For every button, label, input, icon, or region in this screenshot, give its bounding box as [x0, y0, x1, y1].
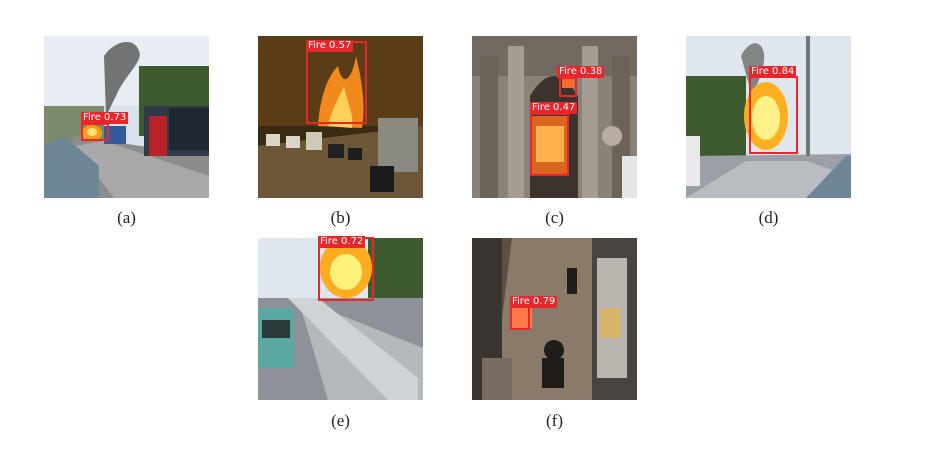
panel-e-image	[258, 238, 423, 400]
panel-d-scene	[686, 36, 851, 198]
panel-b-scene	[258, 36, 423, 198]
detection-label: Fire 0.79	[510, 296, 558, 308]
detection-label: Fire 0.57	[306, 40, 354, 52]
detection-box	[81, 123, 109, 141]
detection-label: Fire 0.84	[749, 66, 797, 78]
panel-d-image	[686, 36, 851, 198]
detection-box	[510, 306, 530, 330]
detection-label: Fire 0.72	[318, 236, 366, 248]
panel-caption: (e)	[331, 411, 350, 430]
detection-box	[559, 77, 577, 97]
panel-caption: (d)	[758, 208, 779, 227]
panel-caption: (a)	[117, 208, 136, 227]
panel-f-scene	[472, 238, 637, 400]
panel-e-scene	[258, 238, 423, 400]
detection-label: Fire 0.47	[530, 102, 578, 114]
panel-caption: (c)	[545, 208, 564, 227]
detection-label: Fire 0.73	[81, 112, 129, 124]
panel-caption: (b)	[330, 208, 351, 227]
panel-b-image	[258, 36, 423, 198]
detection-label: Fire 0.38	[557, 66, 605, 78]
panel-f-image	[472, 238, 637, 400]
detection-box	[530, 113, 569, 176]
detection-box	[749, 76, 798, 154]
detection-box	[306, 41, 367, 124]
panel-caption: (f)	[546, 411, 563, 430]
